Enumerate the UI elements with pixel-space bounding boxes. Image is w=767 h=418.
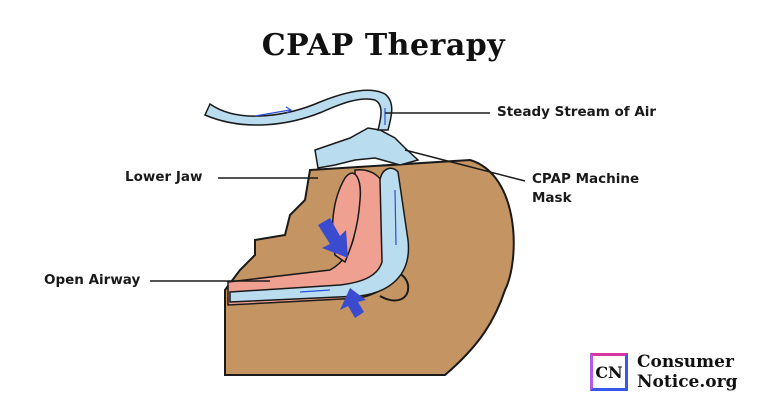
label-cpap-mask: CPAP Machine Mask [532, 171, 640, 206]
flow-arrow-airway [394, 189, 397, 246]
pressure-arrow-lower [340, 288, 366, 318]
label-open-airway: Open Airway [44, 272, 141, 288]
airway-air [229, 167, 410, 303]
consumer-notice-logo: CN Consumer Notice.org [590, 352, 737, 392]
leader-cpap-mask [404, 149, 526, 182]
cpap-hose [203, 89, 393, 131]
label-lower-jaw: Lower Jaw [125, 169, 203, 185]
flow-arrow-hose [254, 109, 291, 117]
page-title: CPAP Therapy [261, 28, 506, 63]
label-steady-stream: Steady Stream of Air [497, 104, 657, 120]
flow-arrow-hose-head [285, 106, 293, 114]
logo-wordmark: Consumer Notice.org [637, 352, 738, 392]
cpap-mask [314, 127, 420, 169]
flow-arrow-airway-bottom [299, 289, 331, 293]
pressure-arrow-upper [318, 218, 348, 258]
logo-mark: CN [590, 353, 628, 391]
